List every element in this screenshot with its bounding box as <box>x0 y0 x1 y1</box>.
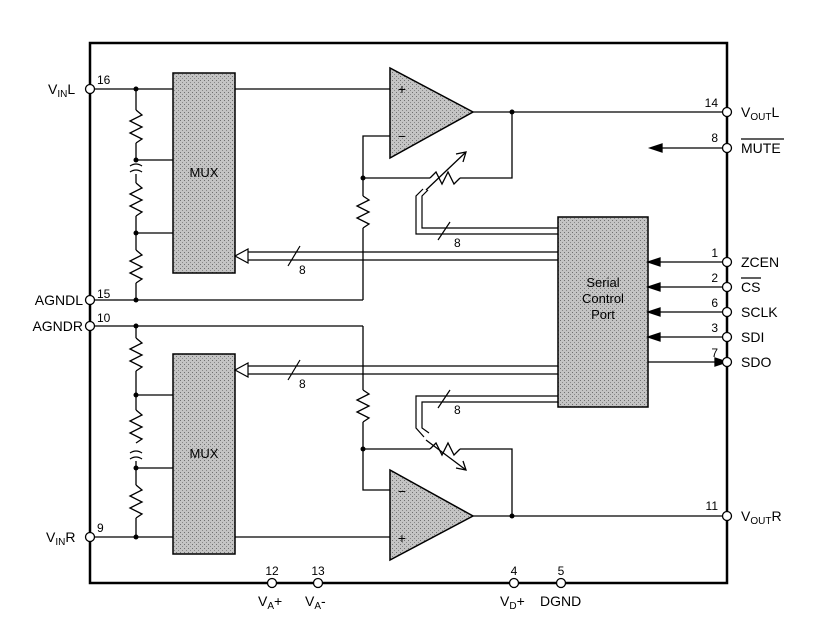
pin-zcen-number: 1 <box>711 246 718 260</box>
pin-cs-number: 2 <box>711 271 718 285</box>
pin-sdi-number: 3 <box>711 321 718 335</box>
bottom-op-amp <box>389 468 475 562</box>
mux-to-amp-wiring <box>235 88 727 538</box>
pin-agndl-label: AGNDL <box>35 292 83 308</box>
pin-agndr-number: 10 <box>97 311 111 325</box>
pin-voutl-number: 14 <box>705 96 719 110</box>
wire-dots-left <box>133 86 139 540</box>
pin-mute-label: MUTE <box>741 140 781 156</box>
mux-top-label: MUX <box>190 165 219 180</box>
pin-mute-number: 8 <box>711 131 718 145</box>
pin-cs-label: CS <box>741 279 760 295</box>
pin-dgnd-label: DGND <box>540 593 581 609</box>
bus-width-top-pot: 8 <box>454 236 461 250</box>
pin-vdplus-number: 4 <box>511 564 518 578</box>
top-op-amp <box>389 66 475 160</box>
bus-width-mux-bottom: 8 <box>299 377 306 391</box>
pin-voutr-label: VOUTR <box>741 508 782 527</box>
mux-top-block <box>172 72 236 274</box>
mux-bottom-label: MUX <box>190 446 219 461</box>
pin-sclk-label: SCLK <box>741 304 778 320</box>
serial-port-label-1: Serial <box>586 275 619 290</box>
pin-vdplus-label: VD+ <box>500 593 525 612</box>
top-amp-minus: − <box>398 128 406 144</box>
bus-width-mux-top: 8 <box>299 263 306 277</box>
pin-vaplus-label: VA+ <box>258 593 282 612</box>
pin-vaplus-number: 12 <box>265 564 279 578</box>
pin-agndl-number: 15 <box>97 287 111 301</box>
wire-dots-center <box>360 109 515 519</box>
pin-zcen-label: ZCEN <box>741 254 779 270</box>
pin-vinr-number: 9 <box>97 521 104 535</box>
pin-voutl-label: VOUTL <box>741 104 779 123</box>
pin-agndr-label: AGNDR <box>32 318 83 334</box>
bus-lines <box>233 188 558 438</box>
bottom-amp-plus: + <box>398 530 406 546</box>
pin-dgnd-number: 5 <box>558 564 565 578</box>
pin-sdo-number: 7 <box>711 346 718 360</box>
pin-sdi-label: SDI <box>741 329 764 345</box>
pin-vinl-label: VINL <box>48 81 75 100</box>
pin-sclk-number: 6 <box>711 296 718 310</box>
bottom-amp-minus: − <box>398 483 406 499</box>
pin-circles <box>84 83 733 589</box>
bus-width-bottom-pot: 8 <box>454 403 461 417</box>
pin-sdo-label: SDO <box>741 354 771 370</box>
pin-vinl-number: 16 <box>97 73 111 87</box>
serial-port-label-2: Control <box>582 291 624 306</box>
mux-bottom-block <box>172 353 236 555</box>
pin-vinr-label: VINR <box>46 529 75 548</box>
serial-control-port <box>557 216 649 408</box>
pin-vaminus-label: VA- <box>305 593 326 612</box>
control-lines <box>645 143 730 367</box>
serial-port-label-3: Port <box>591 307 615 322</box>
pin-voutr-number: 11 <box>706 499 719 513</box>
top-amp-plus: + <box>398 81 406 97</box>
pin-vaminus-number: 13 <box>311 564 325 578</box>
